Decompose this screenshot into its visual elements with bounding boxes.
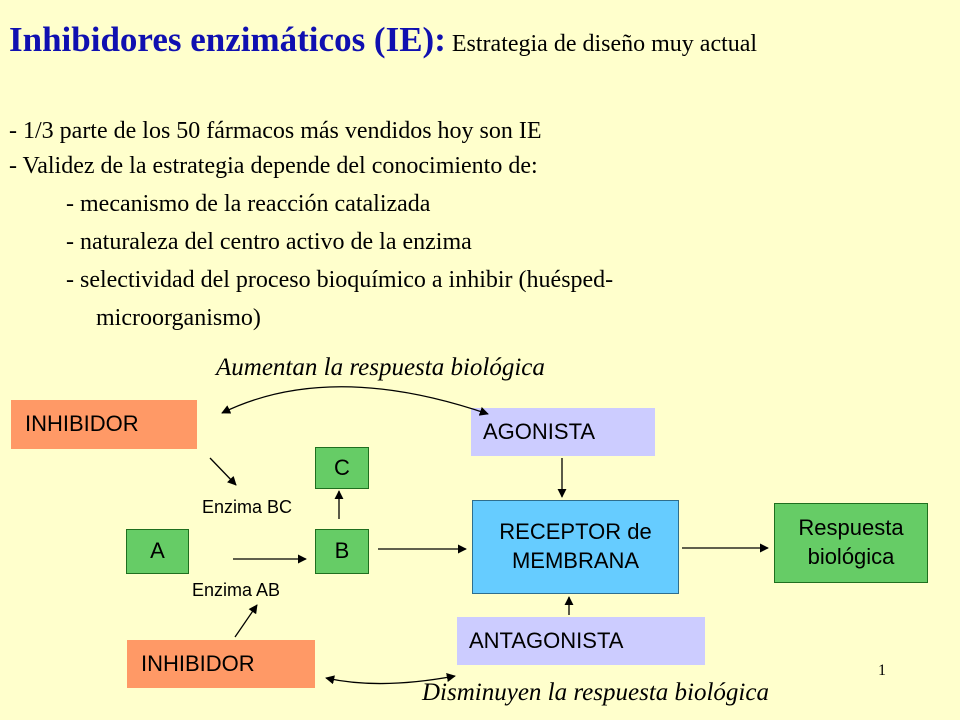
antagonist-label: ANTAGONISTA [469, 627, 624, 653]
response-box: Respuesta biológica [774, 503, 928, 583]
receptor-label-line1: RECEPTOR de [499, 519, 652, 545]
enzyme-bc-label: Enzima BC [202, 497, 293, 517]
response-label-line1: Respuesta [798, 515, 904, 541]
decrease-response-label: Disminuyen la respuesta biológica [422, 679, 769, 706]
receptor-box: RECEPTOR de MEMBRANA [472, 500, 679, 594]
slide-title: Inhibidores enzimáticos (IE): Estrategia… [9, 20, 757, 60]
node-a: A [126, 529, 189, 574]
node-a-label: A [150, 538, 165, 564]
node-b-label: B [334, 538, 350, 564]
inhibitor-to-enzyme-bc-arrow [209, 457, 237, 486]
sub-bullet-3: - selectividad del proceso bioquímico a … [66, 267, 614, 293]
bullet-1: - 1/3 parte de los 50 fármacos más vendi… [9, 118, 542, 144]
title-subtitle: Estrategia de diseño muy actual [445, 31, 758, 57]
agonist-label: AGONISTA [483, 418, 596, 444]
sub-bullet-1: - mecanismo de la reacción catalizada [66, 191, 431, 217]
sub-bullet-3-continuation: microorganismo) [96, 305, 261, 331]
bullet-2: - Validez de la estrategia depende del c… [9, 153, 538, 179]
decrease-link-arrow [325, 673, 456, 685]
title-main: Inhibidores enzimáticos (IE): [9, 20, 446, 59]
inhibitor-to-enzyme-ab-arrow [234, 604, 258, 638]
page-number: 1 [878, 662, 886, 679]
enzyme-ab-label: Enzima AB [192, 580, 281, 600]
inhibitor-box-top: INHIBIDOR [11, 400, 197, 449]
agonist-box: AGONISTA [471, 408, 655, 456]
antagonist-box: ANTAGONISTA [457, 617, 705, 665]
node-c-label: C [334, 454, 350, 480]
inhibitor-top-label: INHIBIDOR [25, 411, 139, 437]
response-label-line2: biológica [807, 544, 895, 569]
increase-link-arrow [221, 386, 489, 416]
node-b: B [315, 529, 369, 574]
inhibitor-bottom-label: INHIBIDOR [141, 650, 255, 676]
increase-response-label: Aumentan la respuesta biológica [216, 354, 545, 381]
sub-bullet-2: - naturaleza del centro activo de la enz… [66, 229, 472, 255]
inhibitor-box-bottom: INHIBIDOR [127, 640, 315, 688]
node-c: C [315, 447, 369, 489]
receptor-label-line2: MEMBRANA [511, 548, 640, 573]
